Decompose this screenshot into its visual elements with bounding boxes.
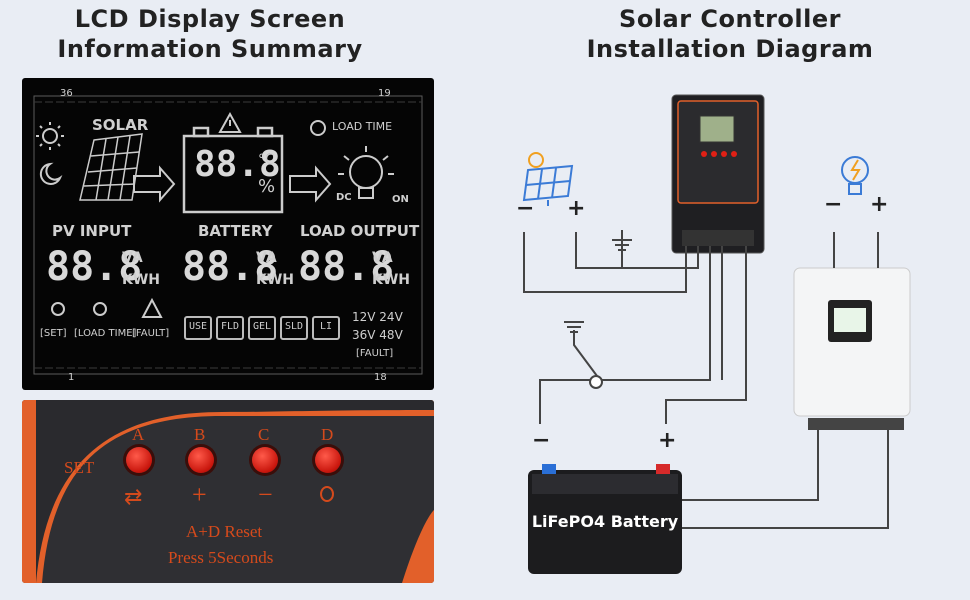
temperature-unit: °C bbox=[258, 152, 275, 168]
battery-center-readout: 88.8 bbox=[194, 144, 281, 185]
battery-icon bbox=[182, 126, 284, 214]
pv-unit-va: VA bbox=[122, 250, 143, 266]
button-c-letter: C bbox=[258, 425, 270, 444]
button-a-set[interactable] bbox=[126, 447, 152, 473]
on-label: ON bbox=[392, 194, 409, 205]
solar-plus-label: + bbox=[567, 196, 586, 221]
controller-button-panel: SET A B C D ⇄ + − A+D Reset Press 5Secon… bbox=[22, 400, 434, 583]
battery-type-gel: GEL bbox=[248, 316, 276, 340]
battery-type-li: LI bbox=[312, 316, 340, 340]
lcd-bottom-right-number: 18 bbox=[374, 372, 387, 383]
set-label: SET bbox=[64, 458, 95, 477]
moon-icon bbox=[39, 162, 63, 185]
lcd-frame bbox=[33, 95, 423, 375]
load-minus-label: − bbox=[824, 192, 843, 217]
voltage-fault-tag: [FAULT] bbox=[356, 348, 394, 359]
warning-icon bbox=[218, 111, 242, 133]
solar-controller-unit bbox=[671, 94, 765, 254]
solar-minus-label: − bbox=[516, 196, 535, 221]
reset-line-2: Press 5Seconds bbox=[168, 548, 274, 567]
load-bulb-icon bbox=[841, 156, 869, 195]
battery-minus-label: − bbox=[532, 428, 551, 453]
pv-unit-kwh: KWH bbox=[122, 272, 161, 288]
lcd-screen: 36 19 1 18 SOLAR LOAD TIME 88.8 °C % DC … bbox=[22, 78, 434, 390]
pv-input-label: PV INPUT bbox=[52, 222, 132, 240]
lcd-top-left-number: 36 bbox=[60, 88, 73, 99]
panel-orange-trim bbox=[22, 400, 434, 583]
fault-warning-icon bbox=[141, 297, 163, 318]
flow-arrow-icon-2 bbox=[289, 165, 332, 203]
button-b-plus[interactable] bbox=[188, 447, 214, 473]
battery-unit-va: VA bbox=[256, 250, 277, 266]
solar-panel-icon bbox=[79, 133, 143, 201]
button-d-load[interactable] bbox=[315, 447, 341, 473]
set-tag: [SET] bbox=[40, 328, 67, 339]
lcd-title-line1: LCD Display Screen bbox=[74, 5, 346, 33]
bulb-small-icon bbox=[320, 486, 334, 502]
voltage-row-2: 36V 48V bbox=[352, 328, 403, 342]
diagram-title-line2: Installation Diagram bbox=[586, 35, 874, 63]
lcd-section-title: LCD Display Screen Information Summary bbox=[0, 4, 420, 64]
diagram-title-line1: Solar Controller bbox=[619, 5, 841, 33]
load-output-label: LOAD OUTPUT bbox=[300, 222, 420, 240]
load-time-icon bbox=[310, 120, 326, 136]
set-gear-icon bbox=[51, 302, 65, 316]
diagram-section-title: Solar Controller Installation Diagram bbox=[540, 4, 920, 64]
flow-arrow-icon bbox=[133, 165, 176, 203]
load-plus-label: + bbox=[870, 192, 889, 217]
dc-label: DC bbox=[336, 192, 352, 203]
button-a-letter: A bbox=[132, 425, 145, 444]
lcd-top-right-number: 19 bbox=[378, 88, 391, 99]
battery-type-sld: SLD bbox=[280, 316, 308, 340]
junction-node bbox=[589, 375, 603, 389]
plus-icon: + bbox=[192, 480, 207, 509]
battery-readout: 88.8 bbox=[182, 244, 279, 290]
pv-readout: 88.8 bbox=[46, 244, 143, 290]
battery-unit-kwh: KWH bbox=[256, 272, 295, 288]
battery-type-use: USE bbox=[184, 316, 212, 340]
battery-type-fld: FLD bbox=[216, 316, 244, 340]
wires bbox=[523, 230, 889, 529]
bulb-icon bbox=[338, 146, 394, 199]
fault-tag: [FAULT] bbox=[132, 328, 170, 339]
battery-type-label: LiFePO4 Battery bbox=[531, 512, 679, 531]
button-c-minus[interactable] bbox=[252, 447, 278, 473]
button-d-letter: D bbox=[321, 425, 334, 444]
lcd-bottom-left-number: 1 bbox=[68, 372, 75, 383]
inverter-unit bbox=[793, 267, 911, 430]
load-time-tag: [LOAD TIME] bbox=[74, 328, 137, 339]
minus-icon: − bbox=[258, 480, 273, 509]
reset-line-1: A+D Reset bbox=[186, 522, 263, 541]
button-b-letter: B bbox=[194, 425, 206, 444]
load-readout: 88.8 bbox=[298, 244, 395, 290]
load-unit-kwh: KWH bbox=[372, 272, 411, 288]
battery-label: BATTERY bbox=[198, 222, 273, 240]
swap-arrows-icon: ⇄ bbox=[124, 484, 143, 509]
load-time-small-icon bbox=[93, 302, 107, 316]
lcd-title-line2: Information Summary bbox=[57, 35, 363, 63]
load-unit-va: VA bbox=[372, 250, 393, 266]
percent-unit: % bbox=[258, 176, 276, 197]
ground-symbols bbox=[564, 239, 632, 333]
sun-icon bbox=[36, 122, 64, 150]
battery-plus-label: + bbox=[658, 428, 677, 453]
solar-label: SOLAR bbox=[92, 116, 149, 134]
voltage-row-1: 12V 24V bbox=[352, 310, 403, 324]
load-time-label: LOAD TIME bbox=[332, 120, 393, 133]
